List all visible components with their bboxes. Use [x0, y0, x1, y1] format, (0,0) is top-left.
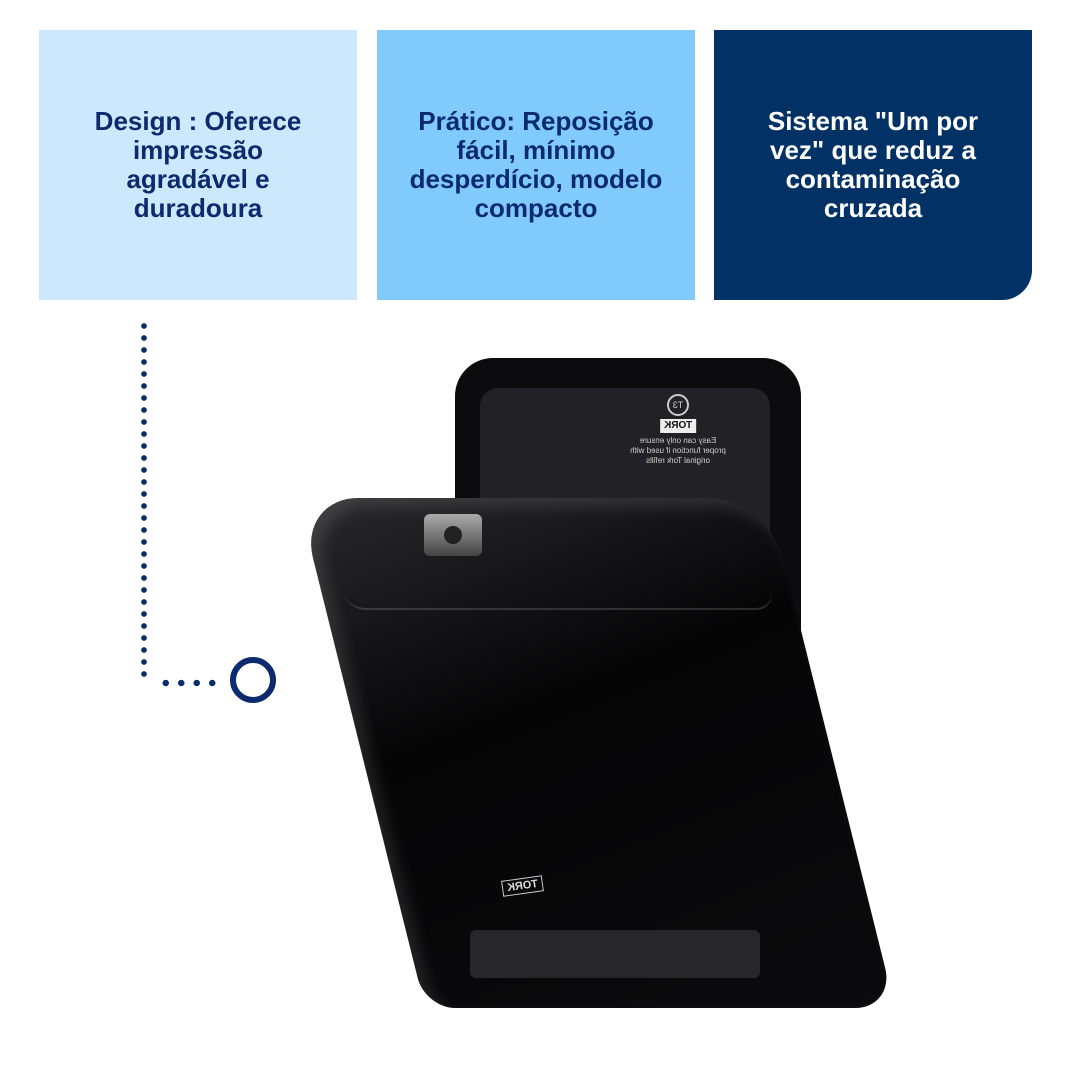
- dotted-connector-vertical: [141, 320, 147, 682]
- front-cover-ridge: [327, 538, 776, 610]
- callout-ring-icon: [230, 657, 276, 703]
- feature-practical: Prático: Reposição fácil, mínimo desperd…: [377, 30, 695, 300]
- feature-design: Design : Oferece impressão agradável e d…: [39, 30, 357, 300]
- label-text: Easy can only ensure proper function if …: [630, 436, 726, 465]
- feature-one-at-a-time-text: Sistema "Um por vez" que reduz a contami…: [767, 106, 979, 223]
- feature-design-text: Design : Oferece impressão agradável e d…: [94, 106, 302, 223]
- dispenser-window: [470, 930, 760, 978]
- tork-logo-small: TORK: [659, 419, 697, 433]
- lock-icon: [424, 514, 482, 556]
- dotted-connector-horizontal: [158, 679, 220, 687]
- dispenser-label: T3 TORK Easy can only ensure proper func…: [630, 394, 726, 466]
- feature-practical-text: Prático: Reposição fácil, mínimo desperd…: [409, 106, 663, 223]
- refill-code-badge: T3: [667, 394, 689, 416]
- feature-one-at-a-time: Sistema "Um por vez" que reduz a contami…: [714, 30, 1032, 300]
